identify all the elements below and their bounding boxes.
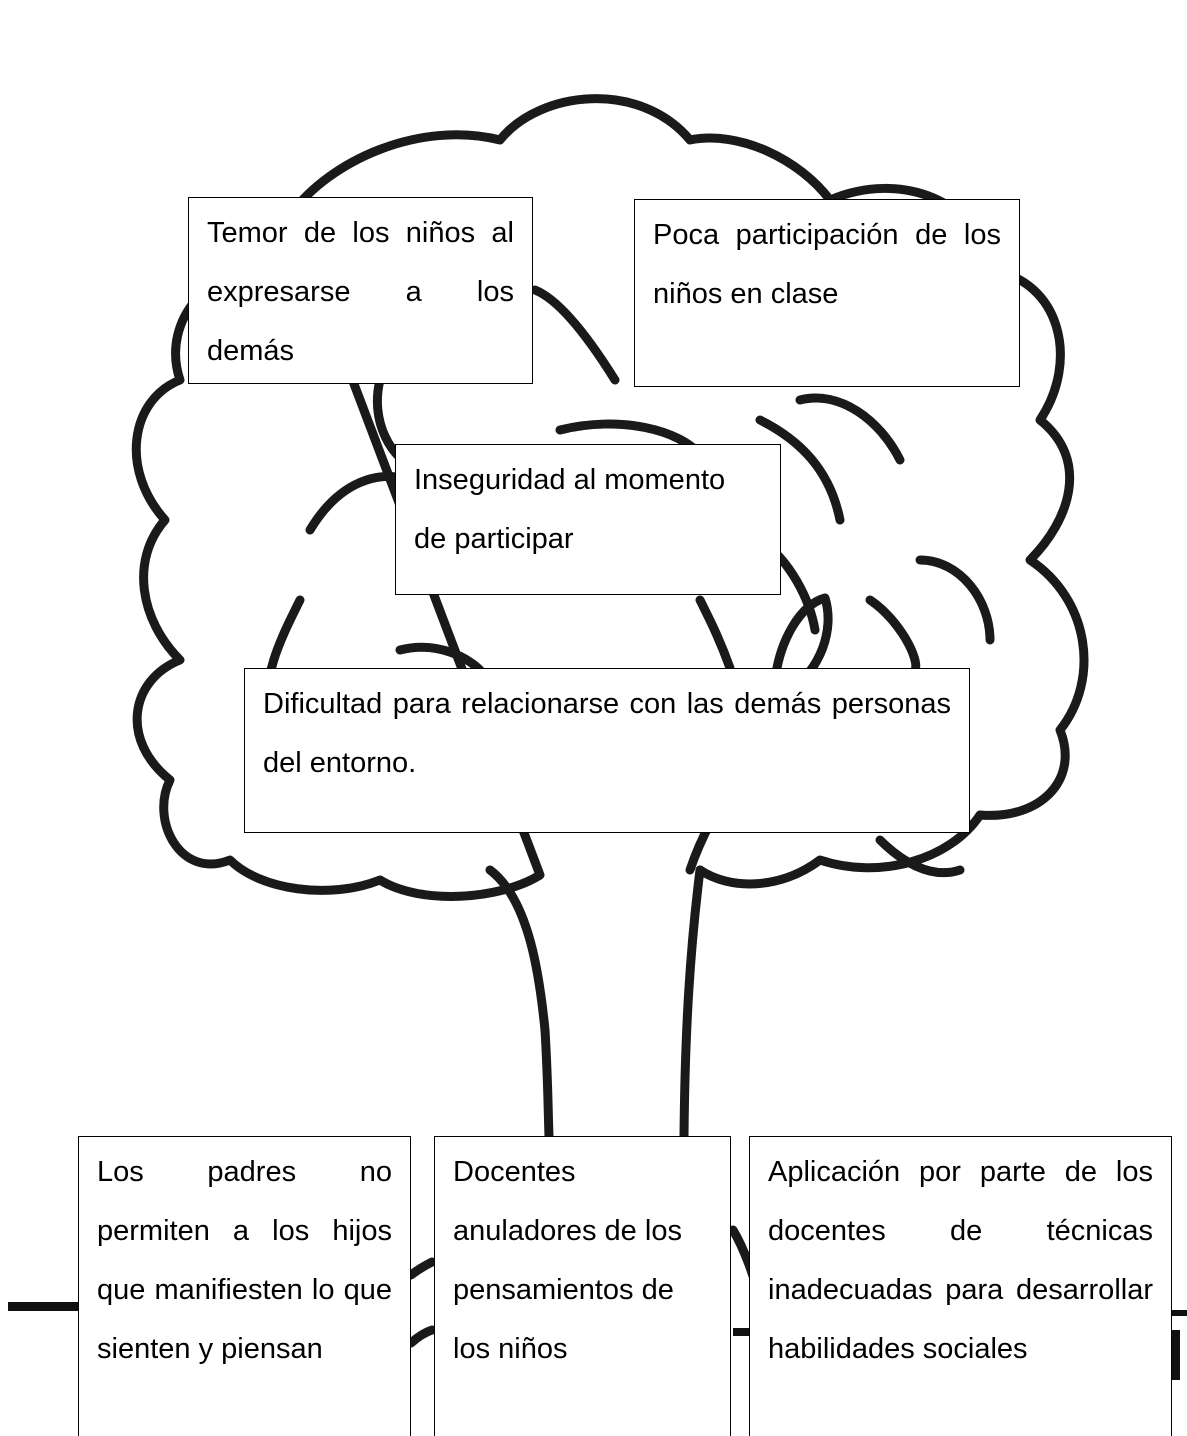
cause-text: Los padres no permiten a los hijos que m… [97,1156,392,1365]
tree-trunk-left [485,865,554,1141]
ground-line-left [8,1302,78,1311]
cause-box-aplicacion: Aplicación por parte de los docentes de … [749,1136,1172,1436]
effect-text: Temor de los niños al expresarse a los d… [207,217,514,367]
cause-text: Docentes anuladores de los pensamientos … [453,1156,682,1365]
effect-box-temor: Temor de los niños al expresarse a los d… [188,197,533,384]
effect-text: Poca participación de los niños en clase [653,219,1001,310]
cause-box-docentes: Docentes anuladores de los pensamientos … [434,1136,731,1436]
problem-text: Dificultad para relacionarse con las dem… [263,688,951,779]
tree-trunk-right [679,865,705,1141]
central-problem-box: Dificultad para relacionarse con las dem… [244,668,970,833]
effect-text: Inseguridad al momento de participar [414,464,726,555]
cause-box-padres: Los padres no permiten a los hijos que m… [78,1136,411,1436]
effect-box-poca-participacion: Poca participación de los niños en clase [634,199,1020,387]
effect-box-inseguridad: Inseguridad al momento de participar [395,444,781,595]
cause-text: Aplicación por parte de los docentes de … [768,1156,1153,1365]
